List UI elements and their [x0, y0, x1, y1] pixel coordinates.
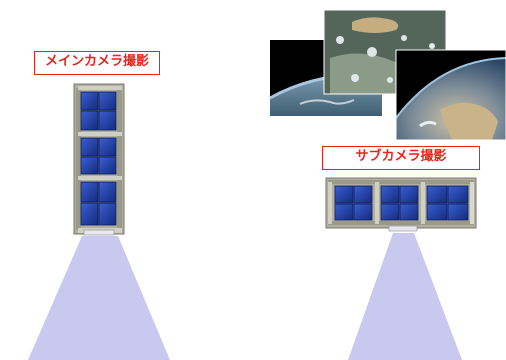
cubesat-vertical	[73, 83, 125, 236]
sub-camera-beam	[348, 233, 462, 360]
earth-globe-photo	[395, 49, 506, 141]
main-camera-beam	[28, 236, 170, 360]
cubesat-horizontal	[325, 177, 477, 232]
sub-camera-label: サブカメラ撮影	[322, 146, 480, 170]
main-camera-label: メインカメラ撮影	[34, 51, 160, 75]
